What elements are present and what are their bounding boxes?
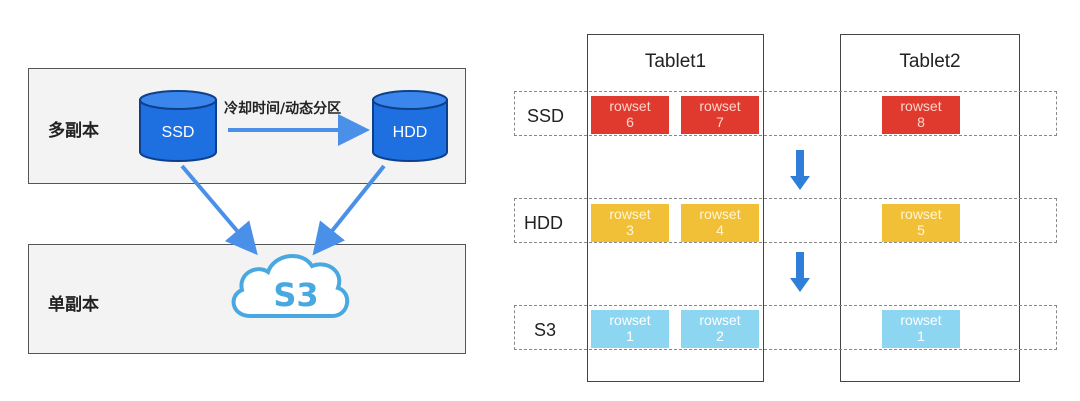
rowset-chip-word: rowset <box>609 206 651 222</box>
rowset-chip-word: rowset <box>900 312 942 328</box>
rowset-chip: rowset 1 <box>882 310 960 348</box>
rowset-chip-number: 4 <box>716 222 724 238</box>
rowset-chip-number: 1 <box>626 328 634 344</box>
ssd-tier-label: SSD <box>527 106 565 126</box>
rowset-chip: rowset 4 <box>681 204 759 242</box>
rowset-chip-word: rowset <box>900 98 942 114</box>
hdd-tier-label: HDD <box>524 213 563 233</box>
rowset-chip: rowset 2 <box>681 310 759 348</box>
rowset-chip-word: rowset <box>900 206 942 222</box>
rowset-chip: rowset 3 <box>591 204 669 242</box>
rowset-chip-number: 8 <box>917 114 925 130</box>
ssd-label: SSD <box>161 124 195 141</box>
rowset-chip: rowset 8 <box>882 96 960 134</box>
rowset-chip-number: 6 <box>626 114 634 130</box>
ssd-to-s3-arrow <box>180 164 258 256</box>
tablet2-title: Tablet2 <box>899 51 961 72</box>
rowset-chip-number: 5 <box>917 222 925 238</box>
rowset-chip-word: rowset <box>699 98 741 114</box>
tablet1-title: Tablet1 <box>644 51 707 72</box>
tablet1-column <box>587 34 764 382</box>
rowset-chip: rowset 6 <box>591 96 669 134</box>
tier-arrows <box>790 150 810 292</box>
rowset-chip-number: 3 <box>626 222 634 238</box>
cooling-arrow-label: 冷却时间/动态分区 <box>224 101 342 117</box>
s3-tier-label: S3 <box>534 320 557 340</box>
rowset-chip-word: rowset <box>609 98 651 114</box>
rowset-chip-number: 2 <box>716 328 724 344</box>
s3-label: S3 <box>273 276 319 314</box>
s3-cloud-icon <box>231 253 349 318</box>
tablet2-column <box>840 34 1020 382</box>
single-replica-label: 单副本 <box>48 295 99 315</box>
rowset-chip-word: rowset <box>609 312 651 328</box>
s3-tier-band <box>514 305 1057 350</box>
rowset-chip-word: rowset <box>699 206 741 222</box>
hdd-label: HDD <box>392 124 428 141</box>
rowset-chip: rowset 7 <box>681 96 759 134</box>
rowset-chip-number: 1 <box>917 328 925 344</box>
hdd-tier-band <box>514 198 1057 243</box>
rowset-chip: rowset 1 <box>591 310 669 348</box>
ssd-tier-band <box>514 91 1057 136</box>
rowset-chip: rowset 5 <box>882 204 960 242</box>
hdd-to-s3-down-arrow <box>790 252 810 292</box>
rowset-chip-number: 7 <box>716 114 724 130</box>
rowset-chip-word: rowset <box>699 312 741 328</box>
hdd-to-s3-arrow <box>312 164 386 256</box>
multi-replica-label: 多副本 <box>48 121 99 141</box>
hdd-disk-icon <box>372 90 448 162</box>
ssd-to-hdd-down-arrow <box>790 150 810 190</box>
ssd-disk-icon <box>139 90 217 162</box>
left-diagram-graphics <box>139 90 448 318</box>
